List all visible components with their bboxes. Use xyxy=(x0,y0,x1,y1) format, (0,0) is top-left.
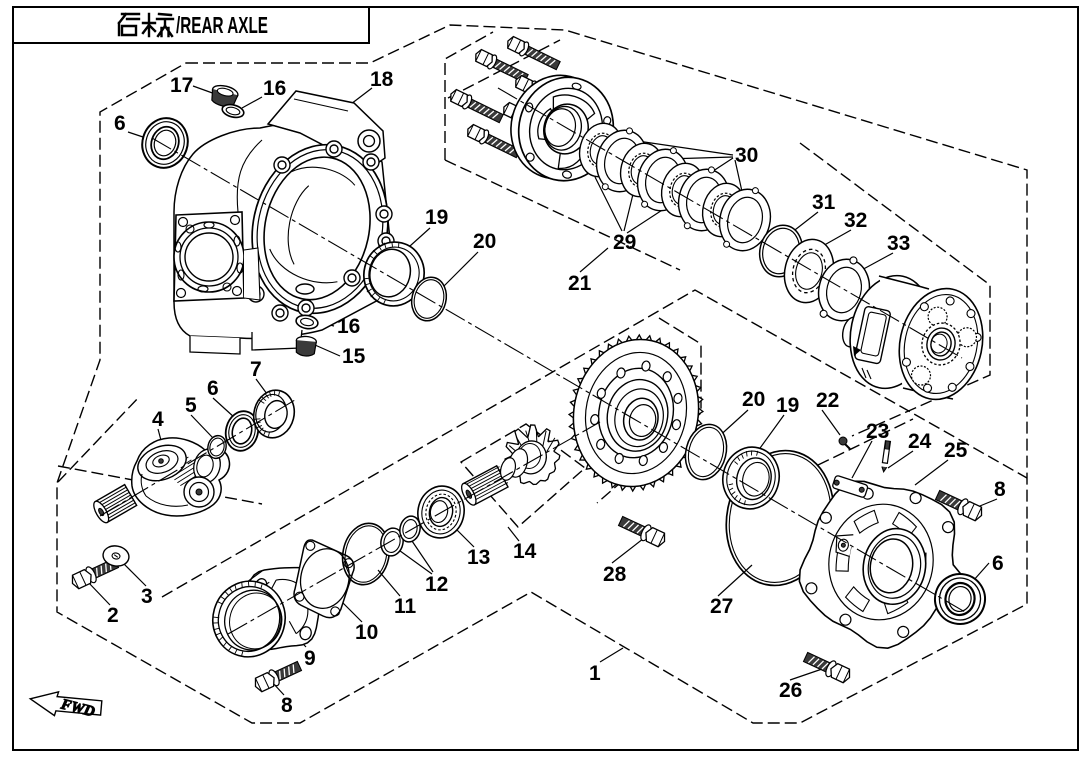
svg-text:20: 20 xyxy=(742,388,765,411)
svg-text:18: 18 xyxy=(370,68,394,91)
svg-text:3: 3 xyxy=(141,585,153,608)
svg-text:25: 25 xyxy=(944,439,968,462)
svg-text:6: 6 xyxy=(114,112,126,135)
svg-text:9: 9 xyxy=(304,647,316,670)
svg-text:20: 20 xyxy=(473,230,496,253)
svg-text:12: 12 xyxy=(425,573,448,596)
svg-text:19: 19 xyxy=(776,394,799,417)
svg-text:1: 1 xyxy=(589,662,601,685)
svg-text:8: 8 xyxy=(994,478,1006,501)
svg-text:17: 17 xyxy=(170,74,193,97)
svg-text:27: 27 xyxy=(710,595,733,618)
svg-text:4: 4 xyxy=(152,408,164,431)
svg-text:7: 7 xyxy=(250,358,262,381)
svg-text:32: 32 xyxy=(844,209,867,232)
svg-text:10: 10 xyxy=(355,621,378,644)
svg-text:26: 26 xyxy=(779,679,802,702)
svg-text:11: 11 xyxy=(394,595,417,618)
svg-text:8: 8 xyxy=(281,694,293,717)
svg-text:22: 22 xyxy=(816,389,839,412)
svg-text:30: 30 xyxy=(735,144,758,167)
svg-text:6: 6 xyxy=(207,377,219,400)
svg-text:16: 16 xyxy=(263,77,286,100)
svg-text:15: 15 xyxy=(342,345,366,368)
svg-text:33: 33 xyxy=(887,232,910,255)
svg-text:/REAR AXLE: /REAR AXLE xyxy=(176,12,268,38)
svg-text:31: 31 xyxy=(812,191,836,214)
svg-text:24: 24 xyxy=(908,430,932,453)
svg-text:2: 2 xyxy=(107,604,119,627)
svg-text:16: 16 xyxy=(337,315,360,338)
svg-text:21: 21 xyxy=(568,272,592,295)
svg-text:6: 6 xyxy=(992,552,1004,575)
svg-text:13: 13 xyxy=(467,546,490,569)
svg-text:5: 5 xyxy=(185,394,197,417)
svg-text:29: 29 xyxy=(613,231,636,254)
svg-text:28: 28 xyxy=(603,563,627,586)
svg-text:14: 14 xyxy=(513,540,537,563)
svg-text:19: 19 xyxy=(425,206,448,229)
svg-text:23: 23 xyxy=(866,420,889,443)
